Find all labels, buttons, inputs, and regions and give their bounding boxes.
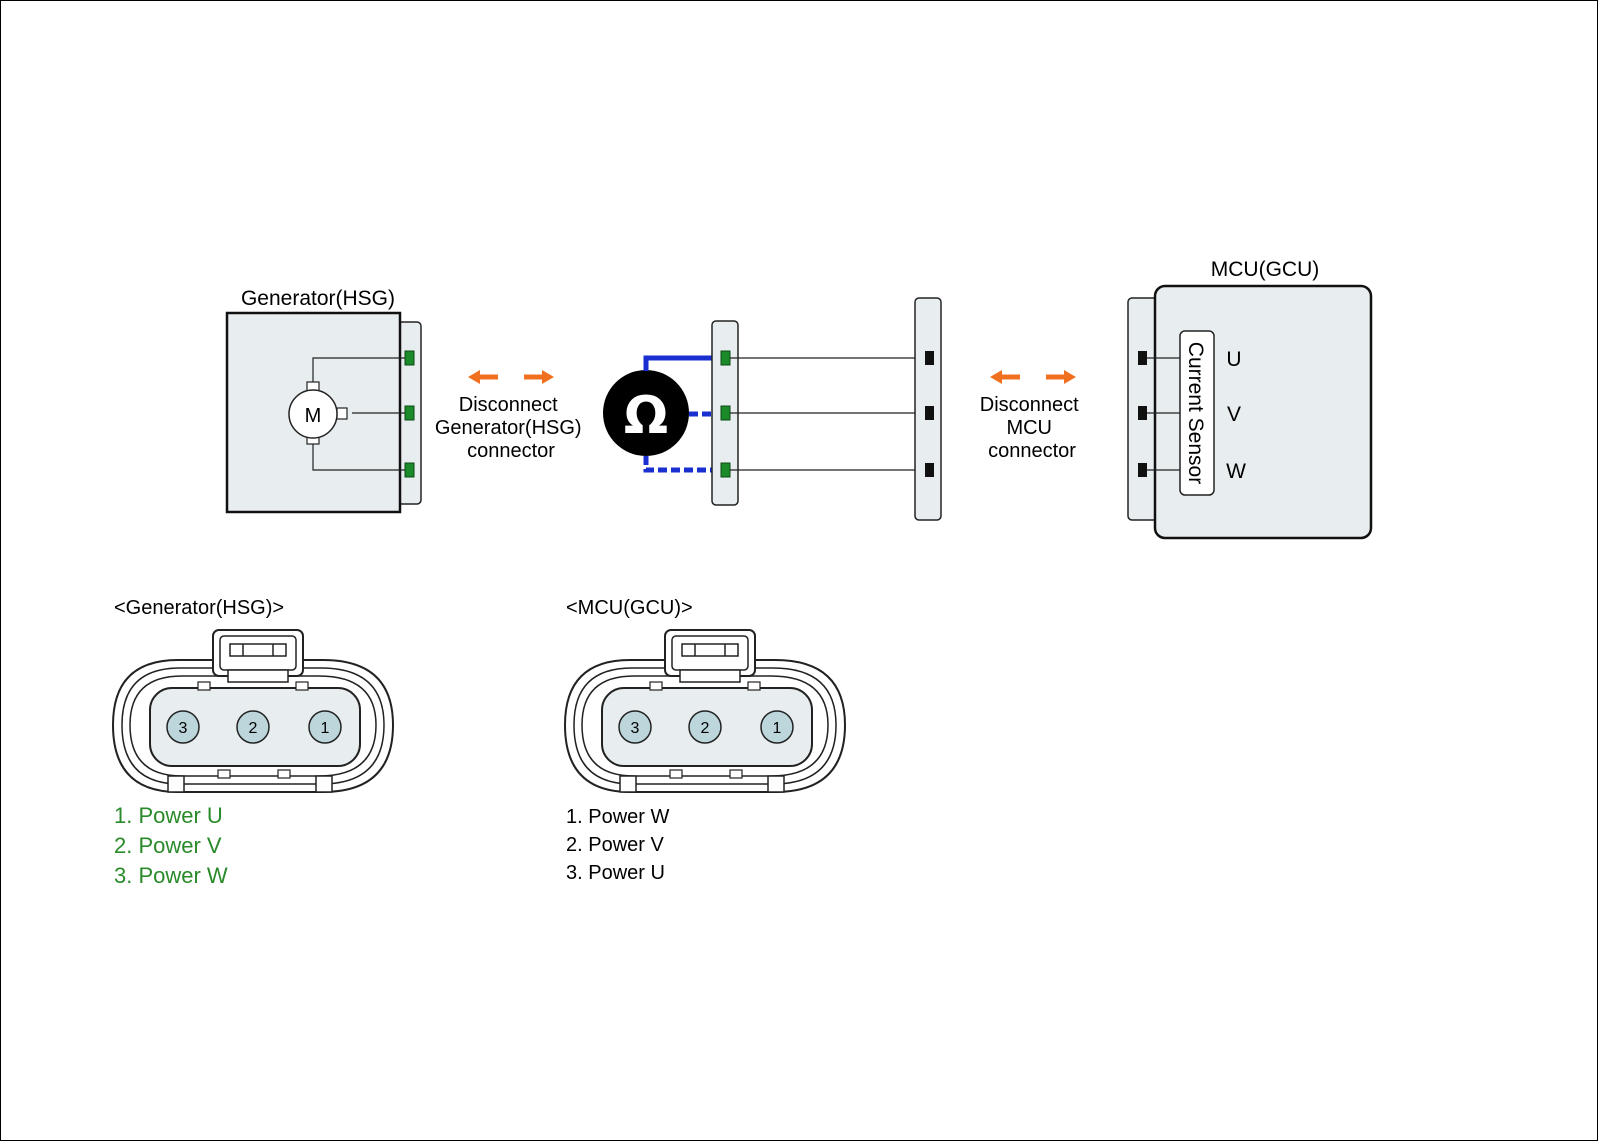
svg-text:3: 3 — [179, 720, 188, 737]
generator-pin-list: 1. Power U 2. Power V 3. Power W — [114, 803, 228, 888]
generator-pin-list-item: 3. Power W — [114, 863, 228, 888]
generator-pin-3: 3 — [166, 710, 200, 744]
generator-connector-face: 3 2 1 — [112, 629, 394, 793]
mcu-pin-list-item: 2. Power V — [566, 834, 664, 856]
disconnect-generator-label: Disconnect Generator(HSG) connector — [435, 394, 587, 462]
svg-text:2: 2 — [701, 720, 710, 737]
svg-text:1: 1 — [321, 720, 330, 737]
disconnect-mcu-arrows — [990, 370, 1076, 384]
phase-v-label: V — [1227, 403, 1241, 426]
generator-pin-list-item: 1. Power U — [114, 803, 223, 828]
generator-title: Generator(HSG) — [241, 287, 395, 310]
svg-text:3: 3 — [631, 720, 640, 737]
probe-leads — [643, 355, 718, 473]
phase-w-label: W — [1226, 460, 1246, 483]
generator-pins — [404, 350, 415, 478]
generator-pin-list-item: 2. Power V — [114, 833, 222, 858]
svg-text:2: 2 — [249, 720, 258, 737]
disconnect-generator-arrows — [468, 370, 554, 384]
mcu-connector-face: 3 2 1 — [564, 629, 846, 793]
current-sensor-box — [1179, 330, 1215, 496]
harness-wires — [730, 357, 925, 471]
disconnect-mcu-label: Disconnect MCU connector — [980, 394, 1085, 462]
mcu-connector-title: <MCU(GCU)> — [566, 597, 693, 619]
generator-connector-title: <Generator(HSG)> — [114, 597, 284, 619]
mcu-pin-list-item: 3. Power U — [566, 862, 665, 884]
mcu-pin-2: 2 — [688, 710, 722, 744]
generator-pin-2: 2 — [236, 710, 270, 744]
mcu-pin-list: 1. Power W 2. Power V 3. Power U — [566, 806, 669, 884]
mcu-pin-3: 3 — [618, 710, 652, 744]
mcu-box: Current Sensor U V W — [1138, 284, 1373, 540]
phase-u-label: U — [1226, 348, 1241, 371]
ohm-symbol: Ω — [624, 386, 668, 446]
ohmmeter-icon: Ω — [603, 370, 689, 456]
motor-symbol — [288, 389, 338, 439]
harness-connector-right — [914, 297, 942, 521]
mcu-pin-list-item: 1. Power W — [566, 806, 669, 828]
generator-box: M — [225, 311, 406, 514]
svg-text:1: 1 — [773, 720, 782, 737]
current-sensor-label: Current Sensor — [1184, 342, 1207, 484]
mcu-pin-1: 1 — [760, 710, 794, 744]
mcu-title: MCU(GCU) — [1211, 258, 1319, 281]
generator-pin-1: 1 — [308, 710, 342, 744]
motor-label: M — [305, 405, 322, 427]
